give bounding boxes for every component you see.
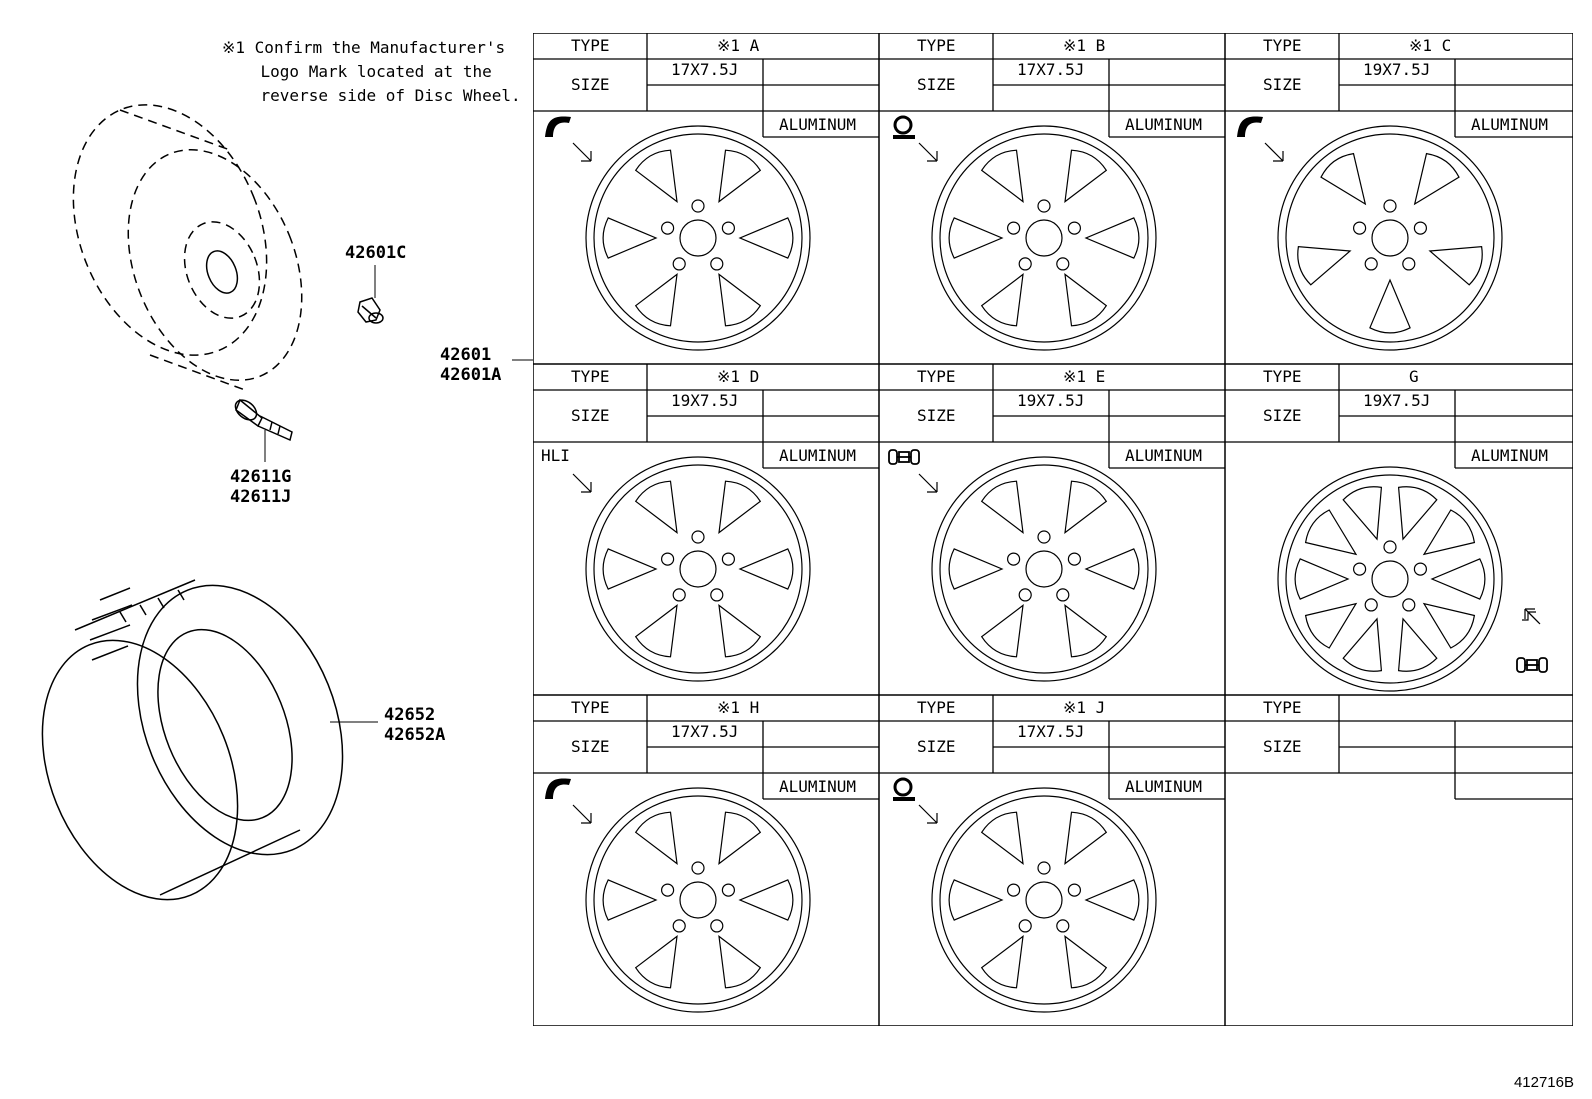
valve-cap-icon bbox=[357, 297, 384, 324]
wheel-8-drawing bbox=[918, 787, 1157, 1013]
size-label: SIZE bbox=[1263, 737, 1302, 756]
type-label: TYPE bbox=[571, 698, 610, 717]
wheel-5-drawing bbox=[918, 456, 1157, 682]
ribbon-logo-icon bbox=[1237, 116, 1263, 137]
size-label: SIZE bbox=[1263, 75, 1302, 94]
wheel-type-5: ※1 E bbox=[1063, 367, 1106, 386]
wheel-type-6: G bbox=[1409, 367, 1419, 386]
size-label: SIZE bbox=[571, 75, 610, 94]
tire-and-valve-illustration bbox=[41, 104, 533, 901]
wheel-1-drawing bbox=[572, 125, 811, 351]
ribbon-logo-icon bbox=[545, 778, 571, 799]
wheel-table-lines bbox=[533, 33, 1573, 1026]
part-number-wheel: 42601 42601A bbox=[440, 345, 502, 385]
type-label: TYPE bbox=[571, 367, 610, 386]
type-label: TYPE bbox=[917, 36, 956, 55]
wheel-material-8: ALUMINUM bbox=[1125, 777, 1203, 796]
type-label: TYPE bbox=[1263, 367, 1302, 386]
size-label: SIZE bbox=[1263, 406, 1302, 425]
wheel-4-drawing bbox=[572, 456, 811, 682]
drawing-number: 412716B bbox=[1513, 1074, 1574, 1091]
wheel-type-1: ※1 A bbox=[717, 36, 760, 55]
size-label: SIZE bbox=[917, 737, 956, 756]
size-label: SIZE bbox=[917, 406, 956, 425]
wheel-material-7: ALUMINUM bbox=[779, 777, 857, 796]
ribbon-logo-icon bbox=[545, 116, 571, 137]
wheel-type-table: TYPE SIZE ※1 A 17X7.5J ALUMINUM TYPE SIZE ※1 B 1… bbox=[533, 33, 1573, 1026]
hli-logo-text: HLI bbox=[541, 446, 570, 465]
type-label: TYPE bbox=[1263, 698, 1302, 717]
type-label: TYPE bbox=[917, 367, 956, 386]
part-number-tire: 42652 42652A bbox=[384, 705, 446, 745]
wheel-size-6: 19X7.5J bbox=[1363, 391, 1431, 410]
wheel-material-1: ALUMINUM bbox=[779, 115, 857, 134]
tire-valve-icon bbox=[234, 398, 293, 442]
wheel-size-1: 17X7.5J bbox=[671, 60, 739, 79]
wheel-material-3: ALUMINUM bbox=[1471, 115, 1549, 134]
spare-hub-lines bbox=[205, 250, 239, 294]
wheel-7-drawing bbox=[572, 787, 811, 1013]
q-logo-icon bbox=[893, 115, 915, 139]
wheel-size-2: 17X7.5J bbox=[1017, 60, 1085, 79]
part-number-valve-cap: 42601C bbox=[345, 243, 407, 263]
dumbbell-logo-icon bbox=[1516, 657, 1548, 673]
wheel-size-5: 19X7.5J bbox=[1017, 391, 1085, 410]
wheel-6-drawing bbox=[1277, 466, 1541, 692]
wheel-material-6: ALUMINUM bbox=[1471, 446, 1549, 465]
wheel-material-4: ALUMINUM bbox=[779, 446, 857, 465]
wheel-type-2: ※1 B bbox=[1063, 36, 1106, 55]
q-logo-icon bbox=[893, 777, 915, 801]
wheel-size-3: 19X7.5J bbox=[1363, 60, 1431, 79]
wheel-material-5: ALUMINUM bbox=[1125, 446, 1203, 465]
size-label: SIZE bbox=[571, 406, 610, 425]
wheel-type-4: ※1 D bbox=[717, 367, 760, 386]
type-label: TYPE bbox=[917, 698, 956, 717]
type-label: TYPE bbox=[571, 36, 610, 55]
wheel-2-drawing bbox=[918, 125, 1157, 351]
dumbbell-logo-icon bbox=[888, 449, 920, 465]
tire-icon bbox=[41, 579, 344, 901]
size-label: SIZE bbox=[917, 75, 956, 94]
wheel-type-7: ※1 H bbox=[717, 698, 760, 717]
part-number-valve: 42611G 42611J bbox=[230, 467, 292, 507]
wheel-type-8: ※1 J bbox=[1063, 698, 1106, 717]
wheel-type-3: ※1 C bbox=[1409, 36, 1452, 55]
wheel-size-8: 17X7.5J bbox=[1017, 722, 1085, 741]
type-label: TYPE bbox=[1263, 36, 1302, 55]
wheel-size-7: 17X7.5J bbox=[671, 722, 739, 741]
wheel-3-drawing bbox=[1264, 125, 1503, 351]
manufacturer-logo-note: ※1 Confirm the Manufacturer's Logo Mark … bbox=[222, 38, 521, 105]
wheel-material-2: ALUMINUM bbox=[1125, 115, 1203, 134]
size-label: SIZE bbox=[571, 737, 610, 756]
wheel-size-4: 19X7.5J bbox=[671, 391, 739, 410]
spare-tire-phantom bbox=[72, 104, 303, 391]
